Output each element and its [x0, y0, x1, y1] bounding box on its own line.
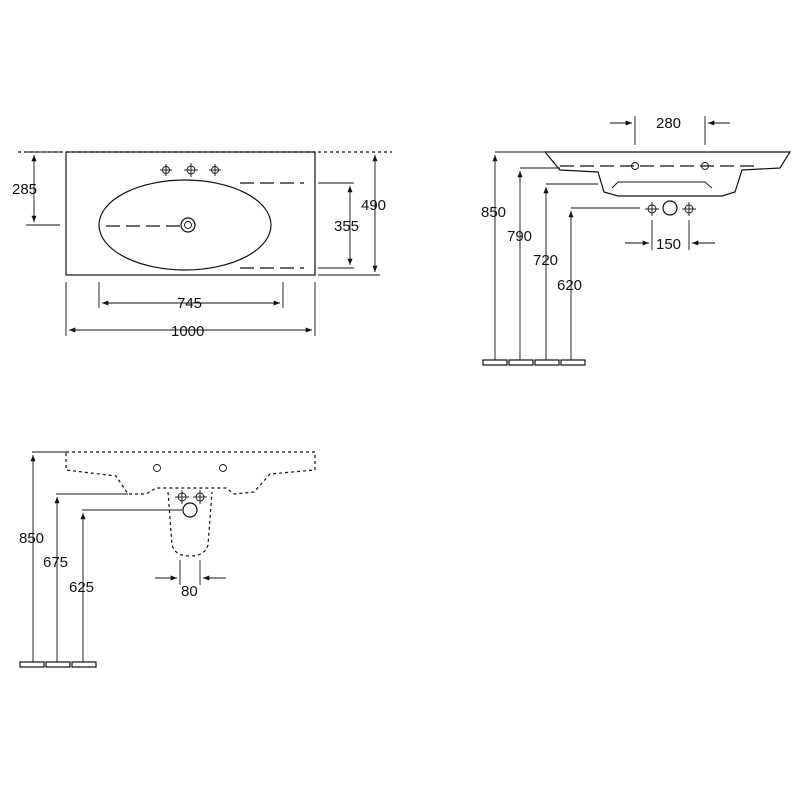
siphon-outline	[167, 491, 213, 557]
drain-icon	[180, 217, 196, 233]
floor-marker	[45, 661, 71, 668]
basin-outline	[65, 151, 316, 276]
dim-620: 620	[557, 277, 582, 294]
bowl-oval	[98, 179, 272, 271]
tap-hole-icon	[160, 163, 221, 177]
basin-section-outline	[65, 451, 316, 495]
floor-marker	[560, 359, 586, 366]
dim-850: 850	[481, 204, 506, 221]
dim-675: 675	[43, 554, 68, 571]
dim-150: 150	[656, 236, 681, 253]
floor-marker	[482, 359, 508, 366]
dim-80: 80	[181, 583, 198, 600]
dim-720: 720	[533, 252, 558, 269]
dim-850-section: 850	[19, 530, 44, 547]
dim-490: 490	[361, 197, 386, 214]
dim-285: 285	[12, 181, 37, 198]
dim-745: 745	[177, 295, 202, 312]
floor-marker	[508, 359, 534, 366]
floor-marker	[71, 661, 97, 668]
section-view: 80 850 675 625	[19, 451, 316, 668]
side-view: 280 150 850 790 720 620	[481, 115, 792, 366]
floor-marker	[19, 661, 45, 668]
dim-790: 790	[507, 228, 532, 245]
dim-355: 355	[334, 218, 359, 235]
dim-1000: 1000	[171, 323, 204, 340]
top-view: 285 355 490 745 1000	[12, 151, 392, 340]
dim-625: 625	[69, 579, 94, 596]
basin-profile	[543, 151, 792, 197]
floor-marker	[534, 359, 560, 366]
dim-280: 280	[656, 115, 681, 132]
connection-icon	[645, 200, 696, 216]
connection-icon	[175, 490, 207, 518]
